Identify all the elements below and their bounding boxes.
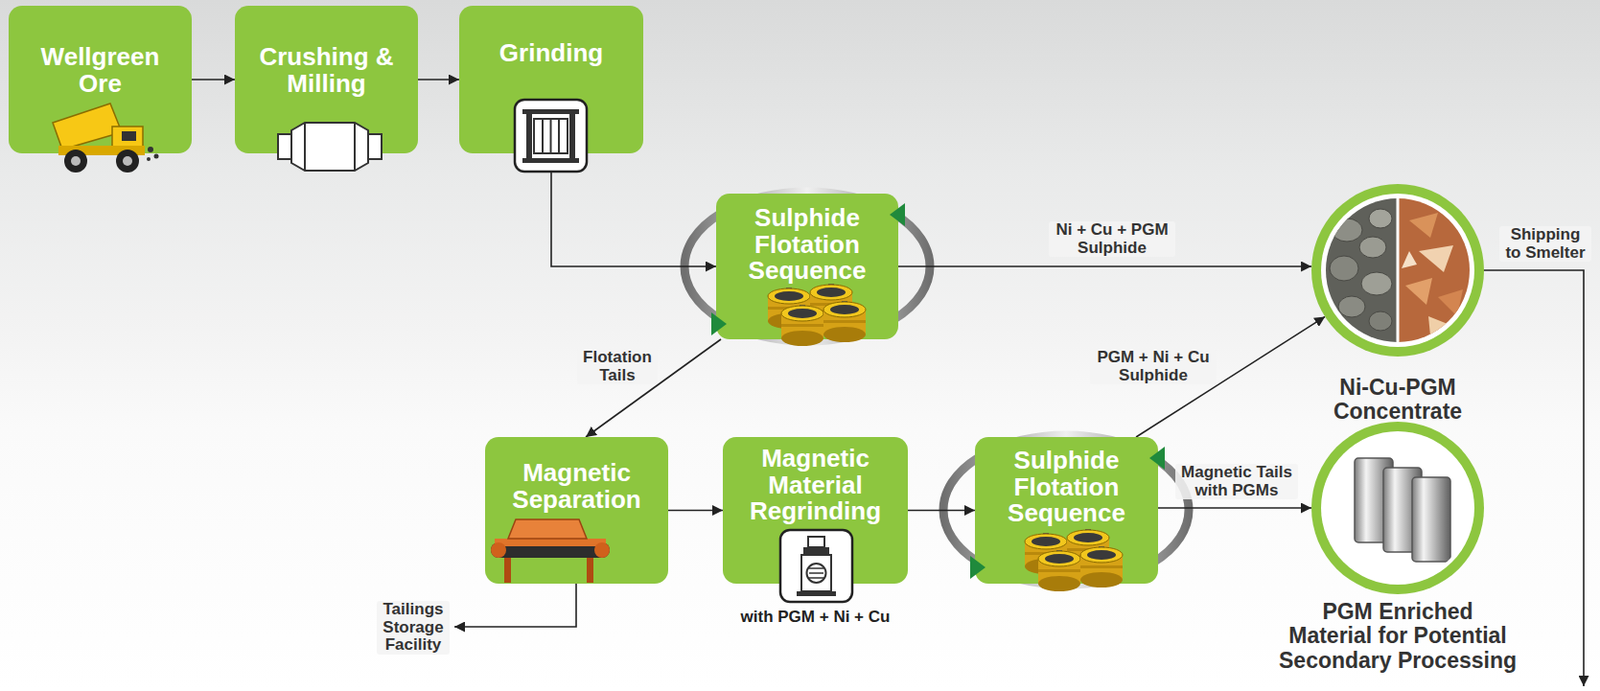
box-label: Magnetic Material Regrinding [730, 445, 901, 526]
box-label: Crushing & Milling [242, 44, 411, 97]
product-label: Ni-Cu-PGM Concentrate [1301, 375, 1494, 425]
process-box: Crushing & Milling [234, 5, 418, 154]
loop-arrowhead [711, 312, 727, 336]
process-box: Sulphide Flotation Sequence [716, 193, 899, 340]
circle-ring [1311, 184, 1485, 357]
box-label: Wellgreen Ore [16, 44, 185, 97]
flow-arrow [898, 265, 1312, 268]
recycle-loop [684, 191, 930, 342]
product-circle: PGM Enriched Material for Potential Seco… [1311, 421, 1485, 595]
box-note: with PGM + Ni + Cu [741, 608, 891, 627]
recycle-loop [943, 435, 1189, 585]
concentrate-photo [1325, 198, 1470, 343]
flow-label: Ni + Cu + PGM Sulphide [1048, 221, 1176, 257]
box-label: Sulphide Flotation Sequence [982, 447, 1151, 528]
process-box: Magnetic Separation [485, 437, 669, 584]
flotation-cells [767, 283, 866, 347]
box-label: Grinding [466, 40, 636, 68]
box-label: Sulphide Flotation Sequence [723, 205, 891, 285]
flow-arrow [668, 510, 723, 512]
process-box: Grinding [459, 5, 644, 154]
loop-arrowhead [970, 556, 986, 580]
flotation-cells [1024, 529, 1123, 592]
regrind-mill-icon [780, 530, 853, 603]
truck-icon [52, 103, 160, 173]
circle-outline [1311, 421, 1485, 595]
flow-arrow [907, 510, 975, 512]
note-label: Shipping to Smelter [1499, 226, 1592, 262]
note-label: Tailings Storage Facility [376, 601, 450, 655]
circle-inner [1321, 193, 1475, 348]
flow-label: Magnetic Tails with PGMs [1175, 463, 1299, 500]
box-label: Magnetic Separation [492, 460, 661, 513]
platinum-bars [1354, 458, 1451, 562]
product-circle: Ni-Cu-PGM Concentrate [1311, 184, 1485, 357]
flow-arrow [191, 78, 235, 81]
separator-icon [490, 519, 610, 583]
loop-arrowhead [889, 203, 905, 227]
flow-arrow [417, 78, 460, 81]
flow-label: PGM + Ni + Cu Sulphide [1089, 348, 1217, 385]
circle-outline [1311, 184, 1485, 357]
process-box: Wellgreen Ore [8, 5, 192, 154]
mill-icon [278, 122, 382, 171]
circle-ring [1311, 421, 1485, 595]
flow-label: Flotation Tails [577, 348, 658, 385]
flow-arrow [551, 153, 717, 267]
circle-inner [1321, 431, 1475, 585]
process-box: Sulphide Flotation Sequence [974, 437, 1159, 584]
flow-arrow [1158, 507, 1312, 510]
product-label: PGM Enriched Material for Potential Seco… [1277, 600, 1518, 673]
loop-arrowhead [1149, 446, 1165, 470]
process-box: Magnetic Material Regrindingwith PGM + N… [722, 437, 908, 584]
grinder-icon [514, 99, 587, 172]
